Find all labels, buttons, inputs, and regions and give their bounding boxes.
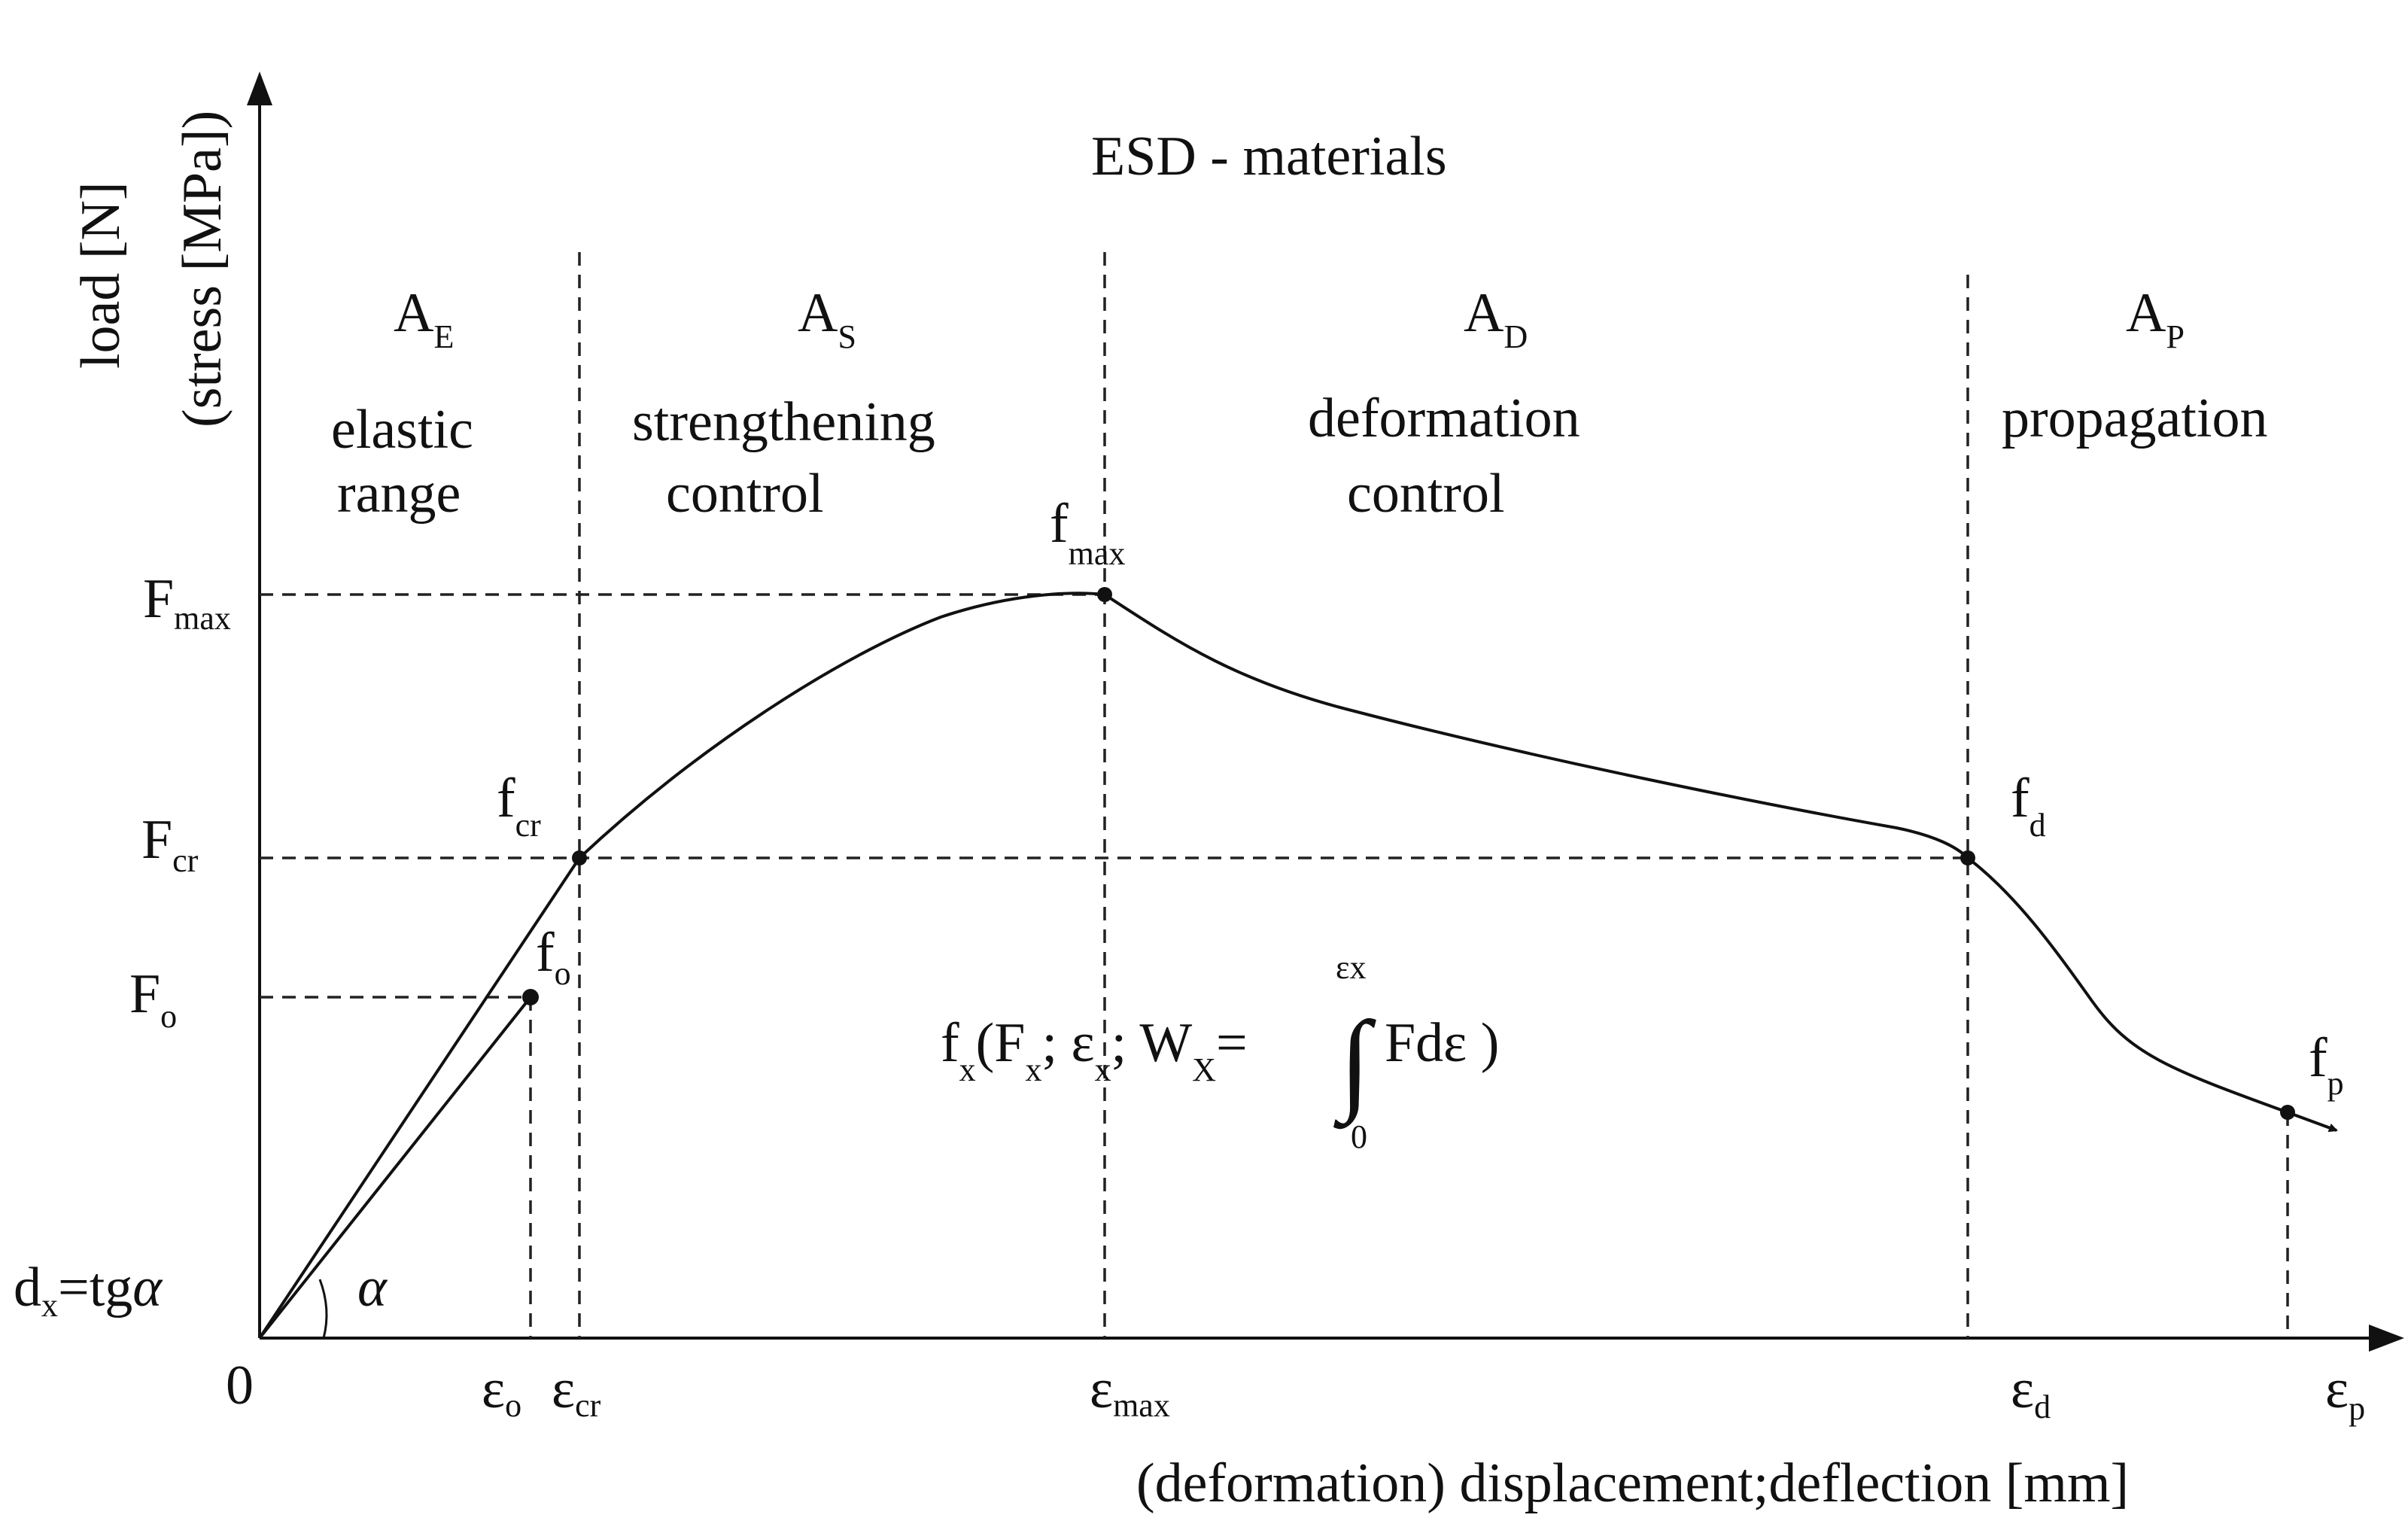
region-deformation: AD deformation control — [1308, 282, 1580, 525]
point-fp — [2280, 1105, 2295, 1120]
y-axis-label-load: load [N] — [70, 181, 132, 369]
svg-text:propagation: propagation — [2002, 388, 2267, 449]
formula-integral: ∫ — [1333, 999, 1376, 1130]
label-fd: fd — [2011, 768, 2046, 844]
svg-text:AE: AE — [394, 282, 454, 355]
propagation-arrow — [2287, 1111, 2338, 1133]
point-fcr — [572, 850, 587, 865]
svg-text:control: control — [1347, 463, 1505, 525]
point-fo — [522, 989, 539, 1005]
region-strengthening: AS strengthening control — [632, 282, 935, 525]
diagram-title: ESD - materials — [1091, 126, 1447, 187]
x-tick-eo: εo — [482, 1358, 521, 1424]
y-tick-fo: Fo — [129, 963, 177, 1035]
y-tick-fmax: Fmax — [143, 568, 231, 637]
svg-text:AP: AP — [2126, 282, 2185, 355]
y-tick-fcr: Fcr — [141, 809, 199, 879]
y-axis-arrow — [247, 71, 272, 105]
svg-text:AD: AD — [1464, 282, 1528, 355]
point-fd — [1960, 850, 1975, 865]
x-axis-arrow — [2369, 1325, 2404, 1352]
angle-label: α — [357, 1257, 388, 1319]
formula-lower-limit: 0 — [1351, 1118, 1367, 1155]
svg-text:strengthening: strengthening — [632, 391, 935, 453]
x-tick-ecr: εcr — [552, 1358, 601, 1424]
svg-text:elastic: elastic — [331, 399, 473, 461]
y-axis-label-stress: (stress [MPa]) — [172, 111, 233, 427]
elastic-line-o — [258, 996, 532, 1340]
x-tick-ep: εp — [2325, 1358, 2365, 1427]
slope-label: dx=tgα — [14, 1257, 163, 1324]
svg-text:AS: AS — [798, 282, 856, 355]
label-fcr: fcr — [497, 768, 541, 844]
label-fmax: fmax — [1050, 493, 1125, 572]
origin-label: 0 — [226, 1355, 254, 1416]
formula-upper-limit: εx — [1336, 949, 1366, 986]
svg-text:control: control — [666, 463, 824, 525]
region-propagation: AP propagation — [2002, 282, 2267, 449]
svg-text:range: range — [337, 463, 461, 525]
point-fmax — [1097, 587, 1112, 602]
formula-body: Fdε ) — [1385, 1012, 1499, 1074]
x-tick-ed: εd — [2011, 1358, 2051, 1425]
elastic-line-cr — [258, 856, 581, 1340]
x-tick-emax: εmax — [1090, 1358, 1170, 1424]
x-axis-label: (deformation) displacement;deflection [m… — [1136, 1452, 2129, 1514]
region-elastic: AE elastic range — [331, 282, 473, 525]
svg-text:deformation: deformation — [1308, 388, 1580, 449]
label-fo: fo — [536, 922, 571, 992]
alpha-arc — [318, 1279, 328, 1339]
formula: fx(Fx; εx; WX= — [941, 1012, 1248, 1088]
label-fp: fp — [2309, 1027, 2344, 1102]
load-curve — [578, 592, 2288, 1114]
